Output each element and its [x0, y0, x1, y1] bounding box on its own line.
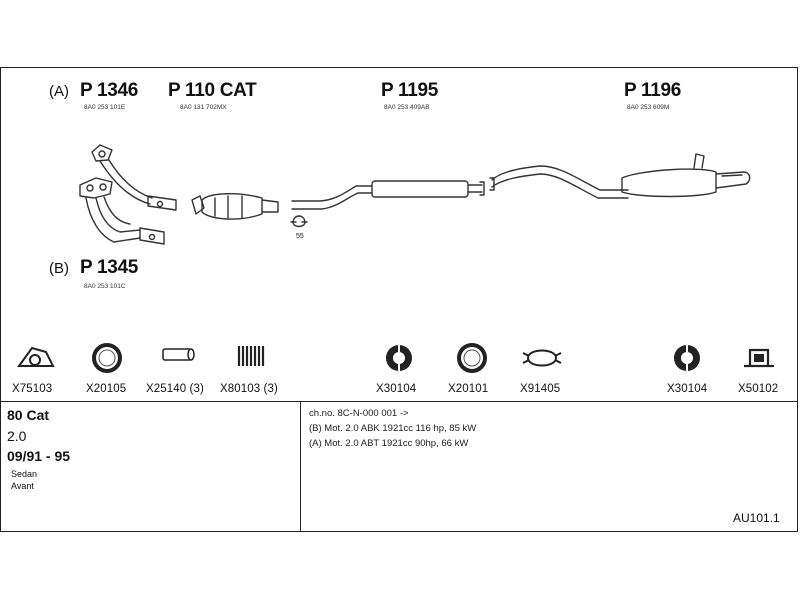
rubber-mount-icon	[674, 345, 700, 371]
exhaust-system-drawing	[79, 144, 751, 245]
fitting-code-2: X20105	[86, 383, 127, 395]
ring-icon	[457, 343, 487, 373]
oem-number-p1345: 8A0 253 101C	[84, 283, 126, 290]
section-divider	[0, 401, 798, 402]
part-number-p1346: P 1346	[80, 80, 139, 101]
rear-section-p1196	[489, 153, 751, 199]
front-pipe-b	[79, 177, 165, 245]
vehicle-body-sedan: Sedan	[11, 469, 38, 479]
vehicle-years: 09/91 - 95	[7, 448, 71, 464]
clamp-55	[290, 215, 308, 228]
oem-number-p1196: 8A0 253 609M	[627, 104, 670, 111]
rubber-mount-icon	[386, 345, 412, 371]
fitting-code-9: X50102	[738, 383, 779, 395]
ring-icon	[92, 343, 122, 373]
variant-a-label: (A)	[49, 83, 69, 100]
column-divider	[300, 401, 301, 532]
part-number-p1196: P 1196	[624, 80, 682, 101]
variant-b-label: (B)	[49, 260, 69, 277]
fitting-code-1: X75103	[12, 383, 53, 395]
oem-number-p1195: 8A0 253 409AB	[384, 104, 430, 111]
vehicle-body-avant: Avant	[11, 481, 34, 491]
fitting-code-5: X30104	[376, 383, 417, 395]
oem-number-p1346: 8A0 253 101E	[84, 104, 126, 111]
vehicle-model: 80 Cat	[7, 407, 50, 423]
engine-a-note: (A) Mot. 2.0 ABT 1921cc 90hp, 66 kW	[309, 438, 469, 449]
vehicle-engine: 2.0	[7, 428, 27, 444]
fitting-code-3: X25140 (3)	[146, 383, 204, 395]
front-pipe-a	[91, 144, 177, 211]
part-number-p110-cat: P 110 CAT	[168, 80, 257, 101]
fitting-code-7: X91405	[520, 383, 561, 395]
clamp-55-label: 55	[296, 233, 304, 240]
oem-number-p110-cat: 8A0 131 702MX	[180, 104, 227, 111]
diagram-frame	[0, 67, 798, 532]
part-number-p1195: P 1195	[381, 80, 439, 101]
catalytic-converter	[191, 193, 279, 220]
bracket-icon	[744, 348, 774, 368]
fitting-code-4: X80103 (3)	[220, 383, 278, 395]
middle-section-p1195	[291, 180, 485, 210]
clamp-icon	[522, 349, 562, 367]
stud-icon	[162, 348, 195, 361]
fitting-code-6: X20101	[448, 383, 489, 395]
spring-icon	[237, 346, 265, 366]
fitting-code-8: X30104	[667, 383, 708, 395]
gasket-icon	[17, 346, 55, 367]
engine-b-note: (B) Mot. 2.0 ABK 1921cc 116 hp, 85 kW	[309, 423, 477, 434]
chassis-note: ch.no. 8C-N-000 001 ->	[309, 408, 409, 419]
diagram-reference: AU101.1	[733, 511, 780, 525]
part-number-p1345: P 1345	[80, 257, 139, 278]
